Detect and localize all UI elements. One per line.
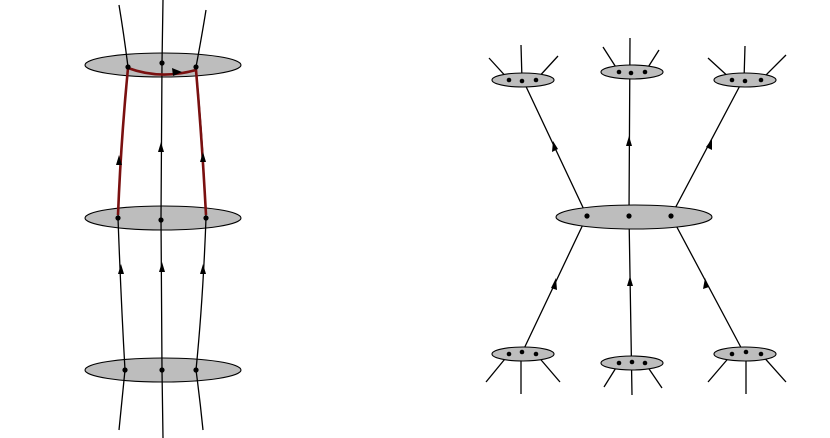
junction-dot [743, 349, 749, 355]
junction-dot [616, 69, 622, 75]
arrow-up-icon [706, 139, 712, 150]
junction-dot [729, 351, 735, 357]
junction-dot [193, 64, 199, 70]
center-disk [555, 204, 713, 230]
junction-dot [758, 351, 764, 357]
arrow-up-icon [703, 278, 709, 289]
junction-dot [125, 64, 131, 70]
junction-dot [729, 77, 735, 83]
arrow-right-icon [172, 68, 182, 76]
arrow-up-icon [118, 264, 124, 274]
arrow-up-icon [200, 264, 206, 274]
arrow-up-icon [116, 155, 122, 165]
junction-dot [193, 367, 199, 373]
junction-dot [742, 78, 748, 84]
junction-dot [758, 77, 764, 83]
junction-dot [628, 70, 634, 76]
junction-dot [626, 213, 632, 219]
highlight-path [116, 66, 208, 216]
arrow-up-icon [158, 142, 164, 152]
junction-dot [519, 349, 525, 355]
arrow-up-icon [552, 141, 558, 152]
junction-dot [642, 69, 648, 75]
arrow-up-icon [159, 262, 165, 272]
junction-dot [159, 367, 165, 373]
junction-dot [159, 60, 165, 66]
junction-dot [122, 367, 128, 373]
junction-dot [533, 77, 539, 83]
junction-dot [642, 360, 648, 366]
junction-dot [203, 215, 209, 221]
junction-dot [629, 359, 635, 365]
junction-dot [616, 360, 622, 366]
arrow-up-icon [627, 276, 633, 286]
left-figure-stacked-disks [84, 0, 242, 438]
junction-dot [668, 213, 674, 219]
junction-dot [506, 351, 512, 357]
junction-dot [506, 77, 512, 83]
arrow-up-icon [626, 136, 632, 146]
arrow-up-icon [200, 152, 206, 162]
left-middle-disk [84, 205, 242, 231]
junction-dot [584, 213, 590, 219]
right-figure-branching-disks [485, 37, 787, 396]
junction-dot [115, 215, 121, 221]
junction-dot [533, 351, 539, 357]
arrow-up-icon [551, 278, 557, 290]
junction-dot [519, 78, 525, 84]
junction-dot [158, 217, 164, 223]
